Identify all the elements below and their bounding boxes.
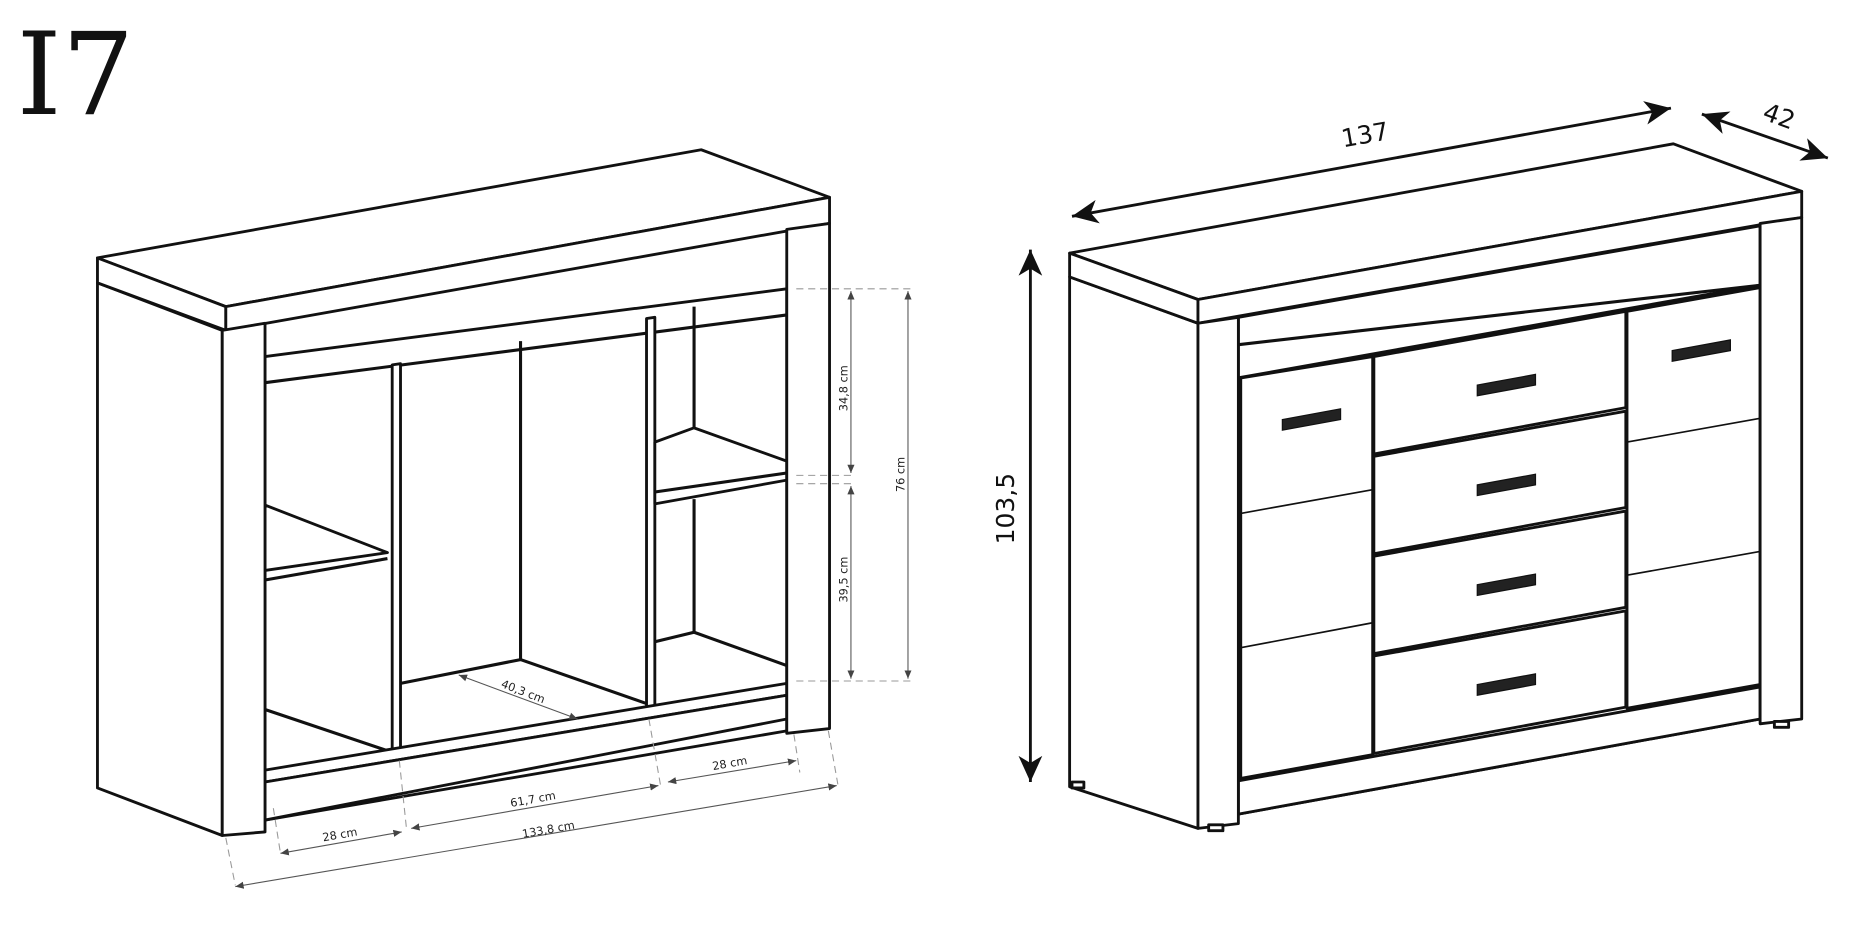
- dim-depth: 42: [1759, 97, 1799, 135]
- dim-upper-height: 34,8 cm: [837, 365, 850, 411]
- dim-total-inner-width: 133,8 cm: [521, 819, 576, 841]
- width-arrow: [1071, 101, 1672, 224]
- handles: [1281, 339, 1731, 696]
- depth-arrow: [1701, 111, 1829, 161]
- closed-cabinet-drawing: 137 42 103,5: [991, 97, 1829, 833]
- dim-inner-height: 76 cm: [894, 457, 907, 492]
- dim-lower-height: 39,5 cm: [837, 557, 850, 603]
- dim-left-width: 28 cm: [322, 825, 359, 844]
- dimension-lines: [225, 288, 913, 889]
- open-cabinet-drawing: 34,8 cm 39,5 cm 76 cm 40,3 cm 28 cm 61,7…: [96, 148, 913, 889]
- dim-right-width: 28 cm: [711, 754, 748, 773]
- model-title: I7: [17, 8, 135, 141]
- dim-height: 103,5: [991, 473, 1020, 544]
- dim-width: 137: [1339, 116, 1391, 153]
- left-door: [1239, 355, 1375, 780]
